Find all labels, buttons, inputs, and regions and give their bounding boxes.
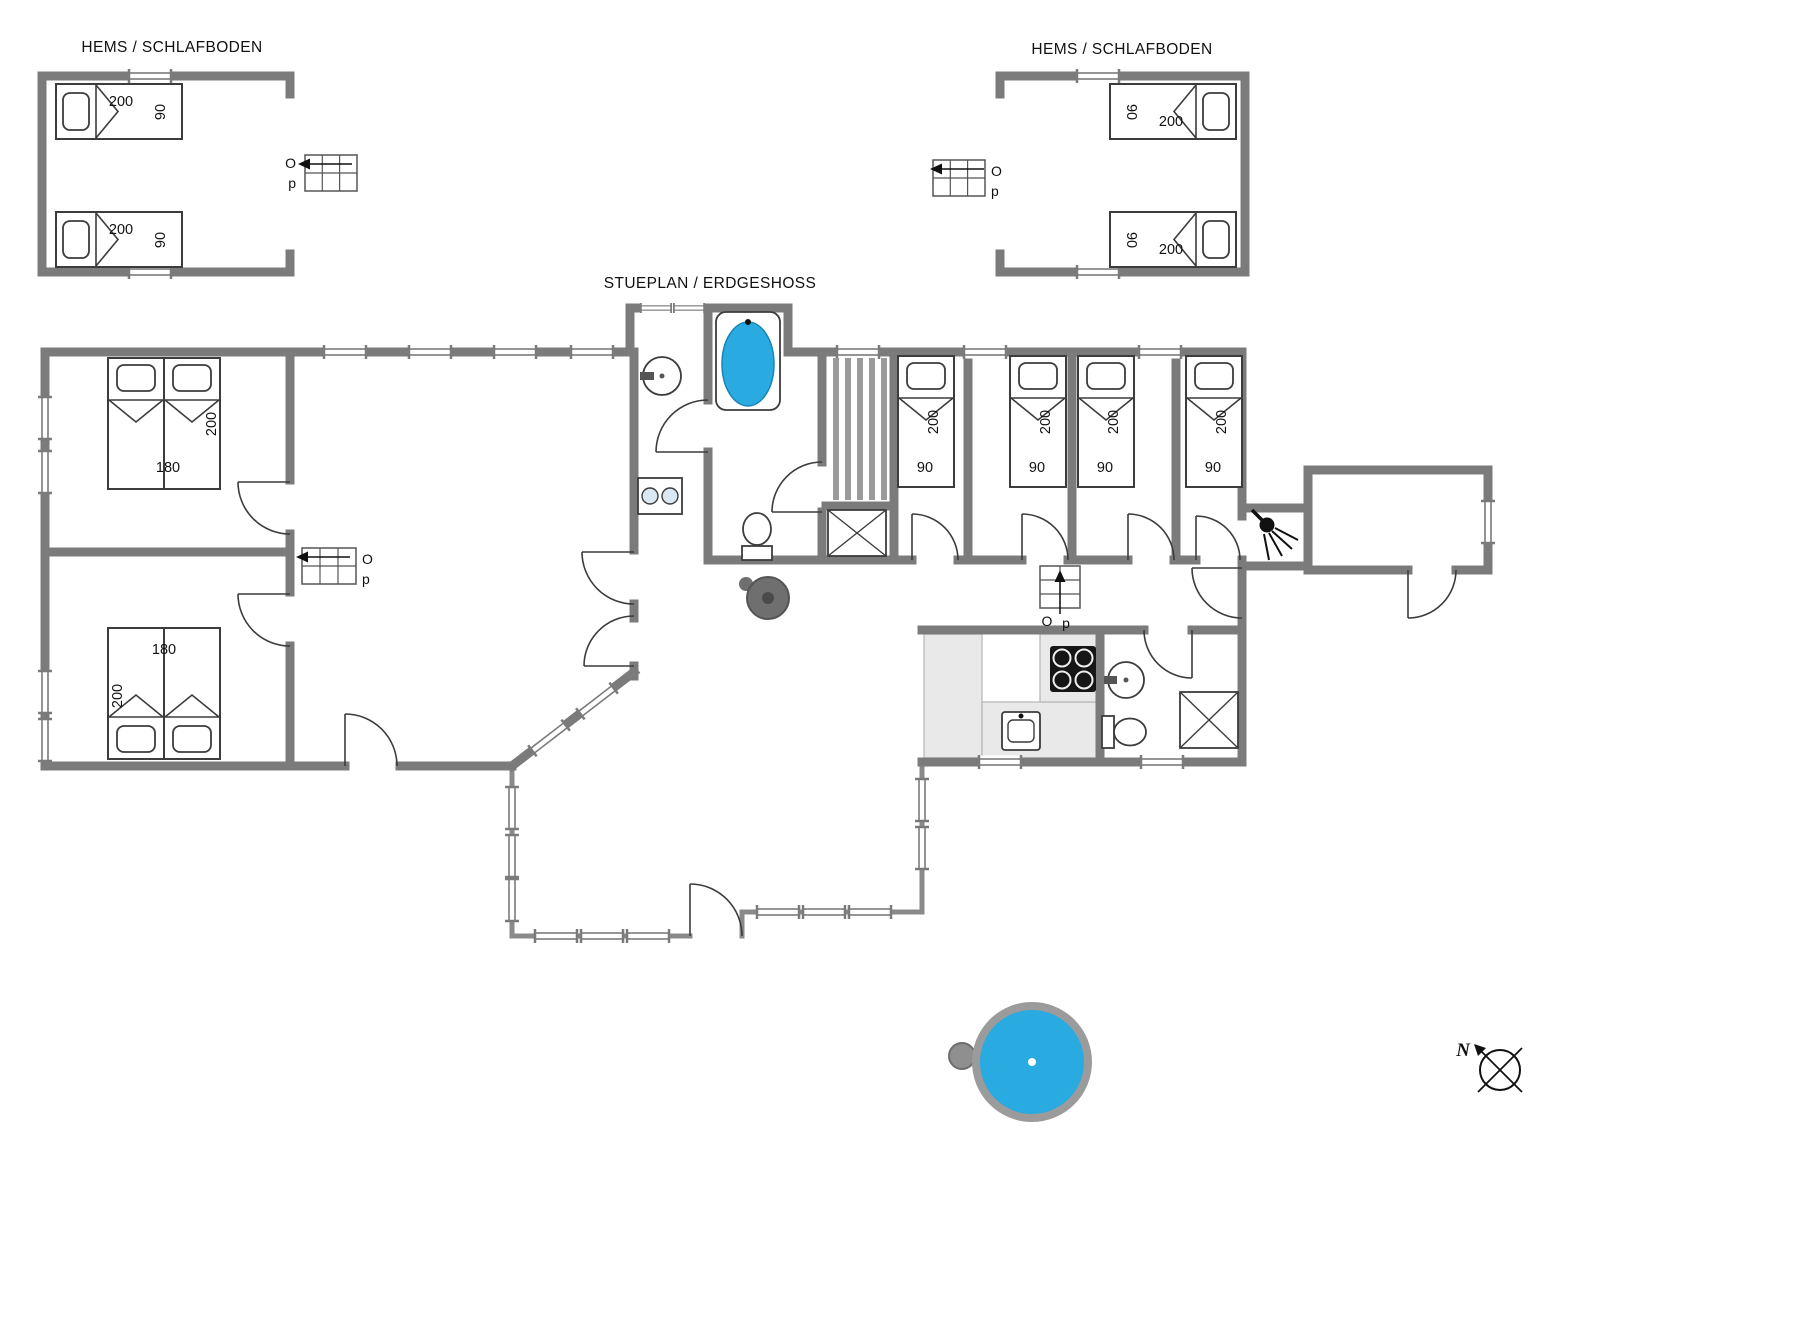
double-bed-width-label: 180 (152, 642, 176, 658)
stairs-label-o: O (285, 155, 296, 171)
hot-tub (948, 1002, 1092, 1122)
window-icon (913, 777, 931, 823)
stairs-label-p: p (288, 175, 296, 191)
window-icon (977, 753, 1023, 771)
toilet (741, 512, 773, 561)
double-bed-width-label: 180 (156, 460, 180, 476)
stairs-label-o: O (991, 163, 1002, 179)
window-icon (574, 681, 620, 721)
window-icon (36, 717, 54, 763)
bed-length-label: 200 (110, 684, 126, 708)
window-icon (127, 67, 173, 85)
bed-width-label: 90 (917, 460, 933, 476)
wood-stove (739, 576, 790, 620)
stairs-main-right: O p (1039, 565, 1081, 631)
bed-length-label: 200 (1159, 242, 1183, 258)
bathtub (715, 311, 781, 411)
window-icon (1139, 753, 1185, 771)
shower-cabin (1179, 691, 1239, 749)
window-icon (526, 718, 572, 758)
walls-interior (40, 303, 1247, 771)
main-title: STUEPLAN / ERDGESHOSS (604, 275, 817, 292)
window-icon (569, 343, 615, 361)
window-icon (503, 833, 521, 879)
stairs-label-p: p (1062, 615, 1070, 631)
window-icon (579, 927, 625, 945)
window-icon (1075, 67, 1121, 85)
stairs-label-o: O (1042, 613, 1053, 629)
hems-right-walls (995, 71, 1250, 277)
tap-icon (640, 372, 654, 380)
bed-width-label: 90 (1205, 460, 1221, 476)
window-icon (533, 927, 579, 945)
toilet (1101, 715, 1147, 749)
bedroom-left-top: 200 180 (107, 357, 221, 490)
window-icon (322, 343, 368, 361)
utility-washbasin (640, 356, 682, 396)
entry-door-icon (639, 302, 673, 314)
bed-length-label: 200 (1159, 114, 1183, 130)
bathroom-washbasin (1104, 661, 1145, 699)
window-icon (801, 903, 847, 921)
north-arrow-icon (1474, 1044, 1486, 1056)
tap-icon (745, 319, 751, 325)
window-icon (962, 343, 1008, 361)
stairs-hems-left: O p (285, 154, 358, 192)
window-icon (913, 825, 931, 871)
bed-length-label: 200 (109, 222, 133, 238)
bed-length-label: 200 (204, 412, 220, 436)
main-floorplan: 200 180 180 200 O p (36, 302, 1497, 945)
window-icon (503, 785, 521, 831)
bed-length-label: 200 (1106, 410, 1122, 434)
bed-width-label: 90 (1123, 232, 1139, 248)
hems-right-title: HEMS / SCHLAFBODEN (1031, 41, 1212, 58)
bedroom-left-bottom: 180 200 (107, 627, 221, 760)
compass-rose: N (1455, 1040, 1523, 1093)
annex-walls (1237, 465, 1493, 575)
bed-length-label: 200 (926, 410, 942, 434)
stove (1050, 646, 1096, 692)
kitchen-sink (1001, 711, 1041, 751)
bedrooms-right-wing: 200 90 200 90 200 90 200 90 (897, 355, 1243, 488)
bed-length-label: 200 (1214, 410, 1230, 434)
bed-length-label: 200 (109, 94, 133, 110)
window-icon (755, 903, 801, 921)
window-icon (407, 343, 453, 361)
shower-icon (1250, 508, 1299, 561)
north-label: N (1455, 1040, 1471, 1061)
window-icon (36, 395, 54, 441)
stairs-label-p: p (362, 571, 370, 587)
bed-length-label: 200 (1038, 410, 1054, 434)
door-swings (237, 399, 1457, 937)
stairs-label-p: p (991, 183, 999, 199)
hems-left-title: HEMS / SCHLAFBODEN (81, 39, 262, 56)
window-icon (1479, 499, 1497, 545)
sauna (833, 358, 887, 500)
bed-width-label: 90 (1029, 460, 1045, 476)
hems-left: HEMS / SCHLAFBODEN 200 90 200 90 O p (37, 39, 358, 281)
bed-width-label: 90 (153, 232, 169, 248)
stairs-label-o: O (362, 551, 373, 567)
window-icon (847, 903, 893, 921)
entry-door-icon (672, 302, 706, 314)
window-icon (36, 669, 54, 715)
double-washbasin (637, 477, 683, 515)
window-icon (503, 877, 521, 923)
tap-icon (1104, 676, 1117, 684)
window-icon (625, 927, 671, 945)
stairs-main-left: O p (296, 547, 373, 587)
tap-icon (1018, 713, 1024, 719)
window-icon (835, 343, 881, 361)
window-icon (36, 449, 54, 495)
hems-right: HEMS / SCHLAFBODEN 200 90 200 90 O p (930, 41, 1250, 281)
stairs-hems-right: O p (930, 159, 1002, 199)
bed-width-label: 90 (153, 104, 169, 120)
shower-cabin (827, 509, 887, 557)
bed-width-label: 90 (1123, 104, 1139, 120)
window-icon (492, 343, 538, 361)
bed-width-label: 90 (1097, 460, 1113, 476)
window-icon (1137, 343, 1183, 361)
